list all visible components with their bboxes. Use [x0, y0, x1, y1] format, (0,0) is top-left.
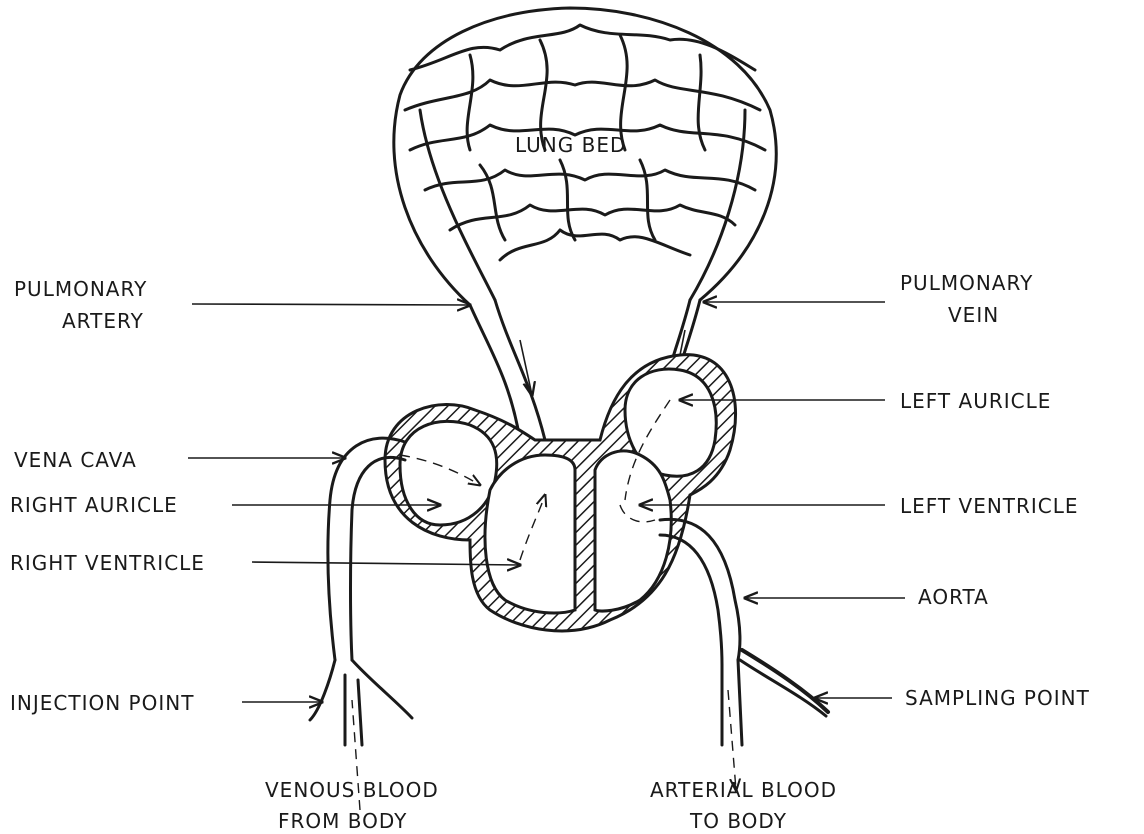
lung-bed-label: LUNG BED: [515, 133, 626, 157]
aorta-vessel: [660, 519, 828, 790]
pulmonary-vein-label-2: VEIN: [948, 303, 999, 327]
pulmonary-artery-label-2: ARTERY: [62, 309, 144, 333]
pulmonary-artery-label-1: PULMONARY: [14, 277, 147, 301]
right-ventricle-label: RIGHT VENTRICLE: [10, 551, 205, 575]
left-ventricle-label-group: LEFT VENTRICLE: [640, 494, 1079, 518]
pulmonary-vein-label-group: PULMONARY VEIN: [704, 271, 1033, 327]
vena-cava-label-group: VENA CAVA: [14, 448, 345, 472]
arterial-blood-label-2: TO BODY: [689, 809, 787, 833]
injection-point-label-group: INJECTION POINT: [10, 691, 322, 715]
venous-blood-label-group: VENOUS BLOOD FROM BODY: [265, 778, 439, 833]
pulmonary-artery-label-group: PULMONARY ARTERY: [14, 277, 470, 333]
injection-point-label: INJECTION POINT: [10, 691, 194, 715]
left-ventricle-label: LEFT VENTRICLE: [900, 494, 1079, 518]
aorta-label-group: AORTA: [745, 585, 989, 609]
venous-blood-label-2: FROM BODY: [278, 809, 407, 833]
lung-bed-label-group: LUNG BED: [515, 133, 626, 157]
right-auricle-label: RIGHT AURICLE: [10, 493, 178, 517]
heart: [385, 355, 736, 631]
arterial-blood-label-group: ARTERIAL BLOOD TO BODY: [650, 778, 837, 833]
right-ventricle-label-group: RIGHT VENTRICLE: [10, 551, 520, 575]
pulmonary-vein-label-1: PULMONARY: [900, 271, 1033, 295]
arterial-blood-label-1: ARTERIAL BLOOD: [650, 778, 837, 802]
venous-blood-label-1: VENOUS BLOOD: [265, 778, 439, 802]
sampling-point-label-group: SAMPLING POINT: [815, 686, 1090, 710]
right-auricle-label-group: RIGHT AURICLE: [10, 493, 440, 517]
aorta-label: AORTA: [918, 585, 989, 609]
vena-cava-label: VENA CAVA: [14, 448, 137, 472]
sampling-point-label: SAMPLING POINT: [905, 686, 1090, 710]
left-auricle-label: LEFT AURICLE: [900, 389, 1051, 413]
